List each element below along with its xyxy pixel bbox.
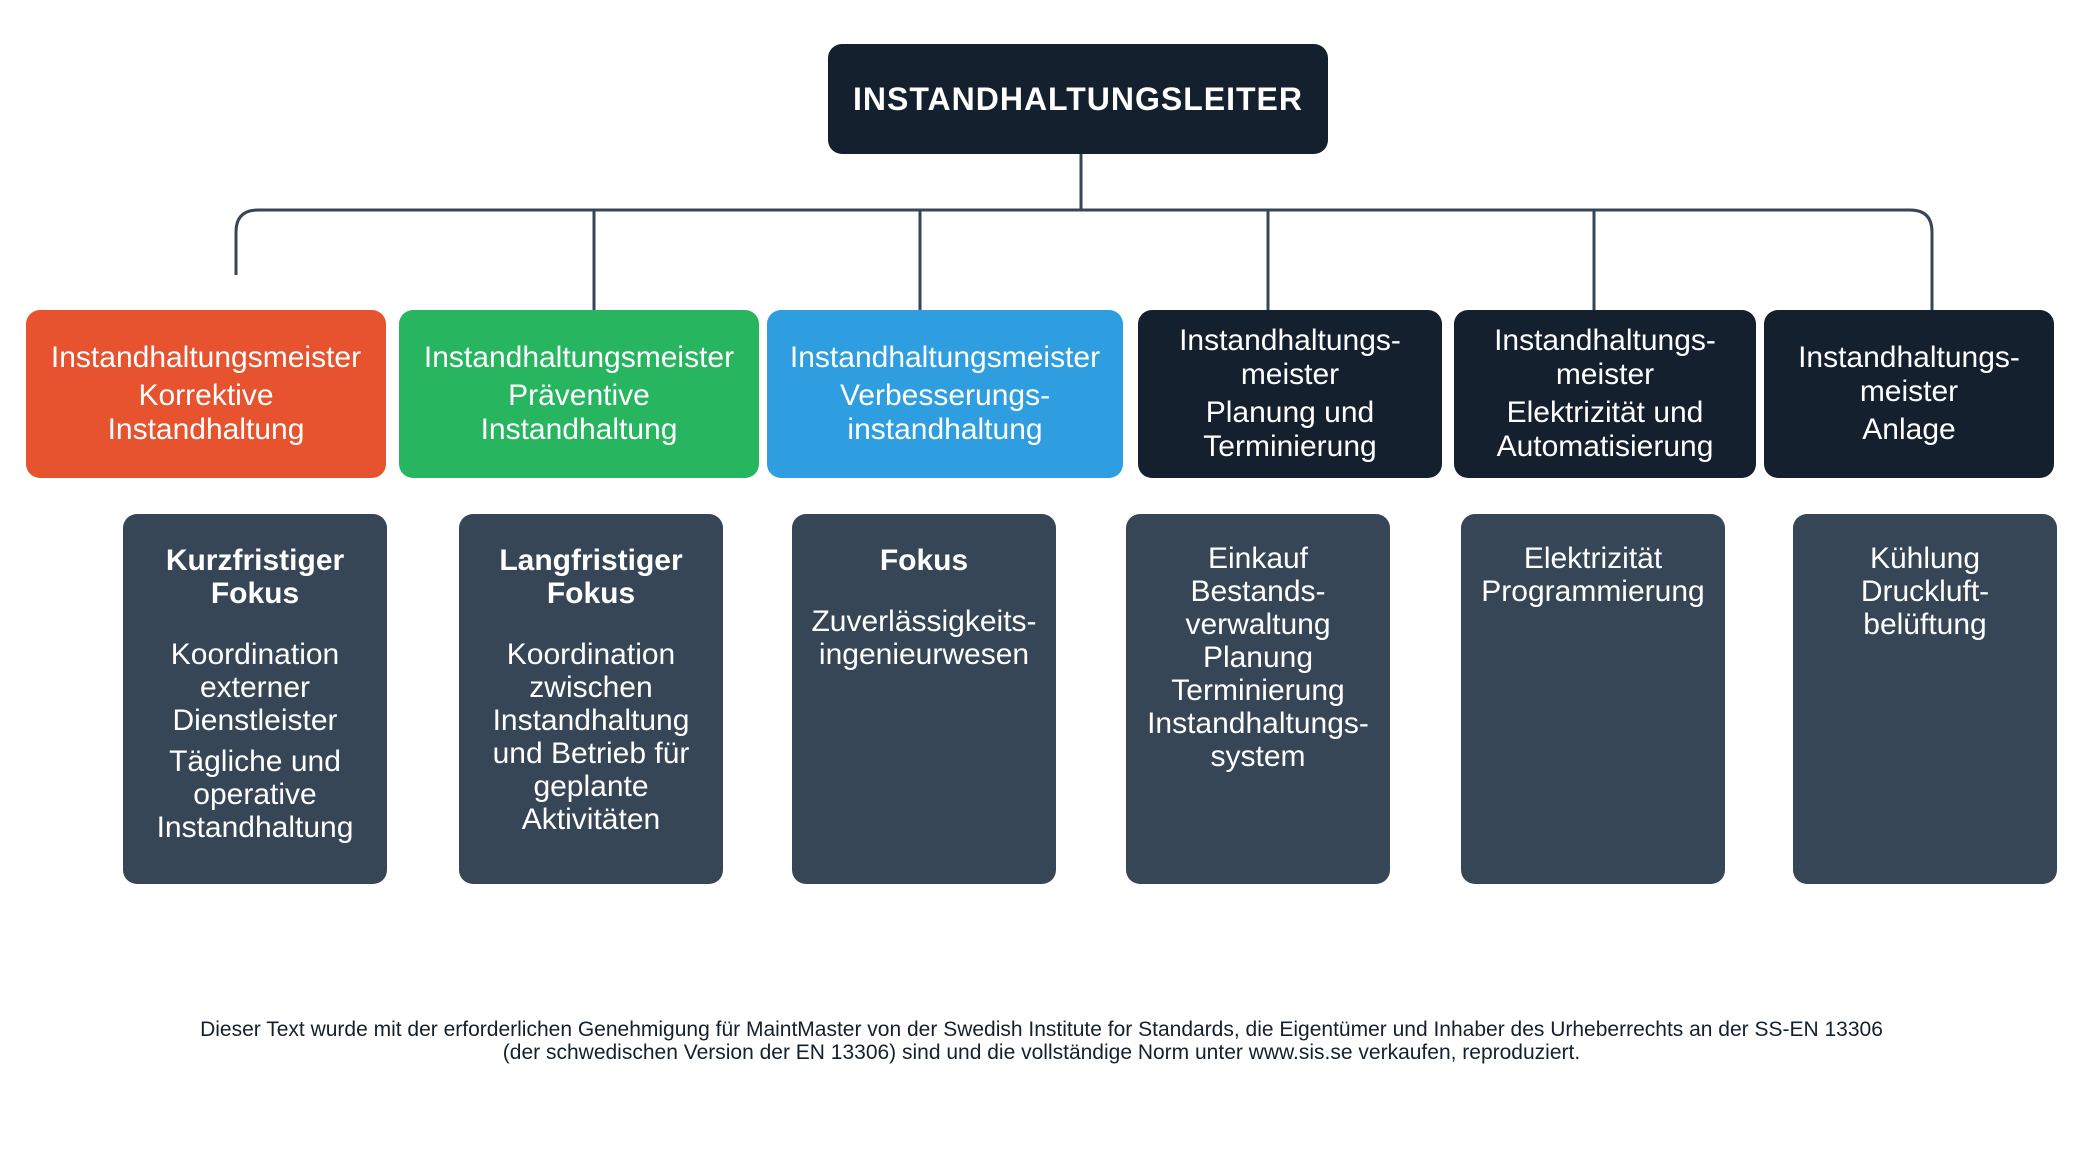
detail-planung: Einkauf Bestands- verwaltung Planung Ter… [1126, 514, 1390, 884]
role-subtitle: Korrektive Instandhaltung [107, 379, 305, 446]
role-title: Instandhaltungs- meister [1179, 324, 1401, 391]
role-subtitle: Präventive Instandhaltung [480, 379, 678, 446]
role-title: Instandhaltungs- meister [1494, 324, 1716, 391]
role-anlage: Instandhaltungs- meister Anlage [1764, 310, 2054, 478]
role-subtitle: Anlage [1862, 413, 1956, 446]
detail-heading: Kurzfristiger Fokus [165, 544, 345, 610]
detail-anlage: Kühlung Druckluft- belüftung [1793, 514, 2057, 884]
role-title: Instandhaltungs- meister [1798, 341, 2020, 408]
root-node-instandhaltungsleiter: INSTANDHALTUNGSLEITER [828, 44, 1328, 154]
role-title: Instandhaltungsmeister [423, 341, 735, 374]
copyright-notice: Dieser Text wurde mit der erforderlichen… [60, 1018, 2023, 1064]
role-korrektive-instandhaltung: Instandhaltungsmeister Korrektive Instan… [26, 310, 386, 478]
detail-heading: Langfristiger Fokus [499, 544, 683, 610]
detail-body: Einkauf Bestands- verwaltung Planung Ter… [1147, 542, 1369, 773]
detail-heading: Fokus [879, 544, 969, 577]
role-elektrizitaet-automatisierung: Instandhaltungs- meister Elektrizität un… [1454, 310, 1756, 478]
copyright-line-1: Dieser Text wurde mit der erforderlichen… [200, 1018, 1883, 1041]
detail-elektrizitaet: Elektrizität Programmierung [1461, 514, 1725, 884]
role-subtitle: Planung und Terminierung [1203, 396, 1377, 463]
role-subtitle: Elektrizität und Automatisierung [1496, 396, 1714, 463]
detail-body: Zuverlässigkeits- ingenieurwesen [811, 605, 1037, 671]
role-verbesserungsinstandhaltung: Instandhaltungsmeister Verbesserungs- in… [767, 310, 1123, 478]
detail-body-extra: Tägliche und operative Instandhaltung [156, 745, 354, 844]
role-title: Instandhaltungsmeister [50, 341, 362, 374]
role-praeventive-instandhaltung: Instandhaltungsmeister Präventive Instan… [399, 310, 759, 478]
copyright-line-2: (der schwedischen Version der EN 13306) … [502, 1041, 1581, 1064]
role-subtitle: Verbesserungs- instandhaltung [839, 379, 1051, 446]
detail-verbesserung: Fokus Zuverlässigkeits- ingenieurwesen [792, 514, 1056, 884]
detail-body: Koordination zwischen Instandhaltung und… [492, 638, 690, 836]
role-planung-terminierung: Instandhaltungs- meister Planung und Ter… [1138, 310, 1442, 478]
detail-body: Elektrizität Programmierung [1481, 542, 1705, 608]
role-title: Instandhaltungsmeister [789, 341, 1101, 374]
detail-korrektive: Kurzfristiger Fokus Koordination externe… [123, 514, 387, 884]
detail-praeventive: Langfristiger Fokus Koordination zwische… [459, 514, 723, 884]
root-label: INSTANDHALTUNGSLEITER [852, 80, 1303, 117]
detail-body: Koordination externer Dienstleister [170, 638, 340, 737]
detail-body: Kühlung Druckluft- belüftung [1860, 542, 1990, 641]
